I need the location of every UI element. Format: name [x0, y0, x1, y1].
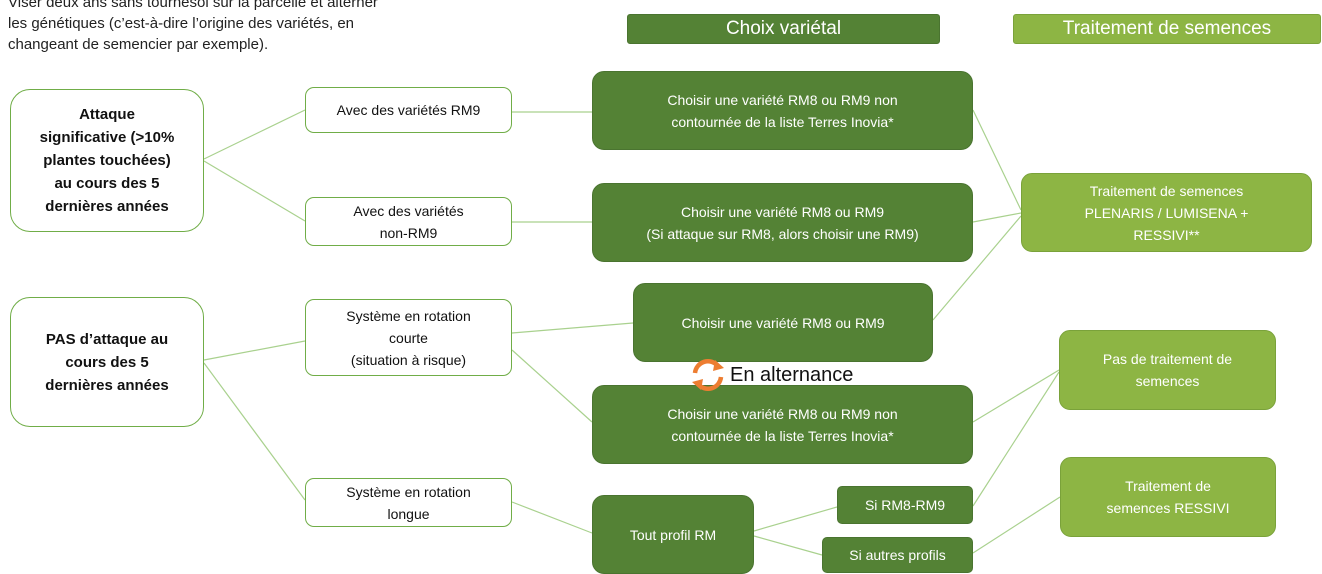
link-attack-nonrm9 [203, 160, 306, 222]
link-long-allprofiles [511, 501, 593, 534]
box-text-line: Avec des variétés RM9 [336, 102, 481, 118]
link-short-c4 [511, 349, 593, 423]
treatment-none: Pas de traitement de semences [1059, 330, 1276, 410]
alternance-marker: En alternance [690, 358, 854, 392]
choice-rm8-rm9-non-bypassed-alt: Choisir une variété RM8 ou RM9 non contou… [592, 385, 973, 464]
alternance-label: En alternance [730, 363, 854, 386]
box-text-line: PAS d’attaque au [45, 330, 169, 348]
box-text-line: semences [1135, 373, 1200, 389]
box-text-line: Choisir une variété RM8 ou RM9 [680, 203, 885, 220]
situation-no-attack: PAS d’attaque au cours des 5 dernières an… [10, 297, 204, 427]
link-c4-t2 [972, 369, 1060, 423]
box-text-line: dernières années [45, 376, 169, 394]
box-text-line: plantes touchées) [43, 152, 171, 169]
box-text-line: courte [389, 329, 428, 346]
link-rm8rm9-t2 [972, 371, 1060, 507]
choice-rm8-or-rm9-attack: Choisir une variété RM8 ou RM9 (Si attaqu… [592, 183, 973, 262]
link-other-t3 [972, 496, 1061, 554]
box-text-line: Traitement de semences [1089, 182, 1244, 199]
box-text-line: Avec des variétés [353, 202, 464, 219]
box-text-line: Si autres profils [849, 547, 946, 563]
link-noattack-short [203, 340, 306, 361]
cycle-icon [692, 358, 724, 392]
link-c2-t1 [972, 212, 1022, 223]
box-text-line: contournée de la liste Terres Inovia* [671, 427, 894, 444]
link-noattack-long [203, 362, 306, 501]
intro-line: Viser deux ans sans tournesol sur la par… [8, 0, 378, 11]
link-allprofiles-rm8rm9 [753, 506, 838, 532]
box-text-line: Choisir une variété RM8 ou RM9 [681, 314, 885, 331]
link-short-c3 [511, 322, 634, 334]
box-text-line: (situation à risque) [350, 351, 467, 368]
box-text-line: contournée de la liste Terres Inovia* [671, 113, 894, 130]
box-text-line: cours des 5 [65, 353, 149, 371]
header-varietal-choice: Choix variétal [627, 14, 940, 44]
box-text-line: au cours des 5 [54, 175, 160, 192]
condition-short-rotation: Système en rotation courte (situation à r… [305, 299, 512, 376]
box-text-line: Pas de traitement de [1102, 351, 1233, 367]
intro-line: changeant de semencier par exemple). [8, 36, 269, 53]
choice-all-profiles: Tout profil RM [592, 495, 754, 574]
choice-if-rm8-rm9: Si RM8-RM9 [837, 486, 973, 524]
box-text-line: (Si attaque sur RM8, alors choisir une R… [646, 225, 919, 242]
link-c1-t1 [972, 109, 1022, 211]
box-text-line: Système en rotation [346, 483, 471, 500]
box-text-line: RESSIVI** [1133, 226, 1200, 243]
choice-rm8-or-rm9: Choisir une variété RM8 ou RM9 [633, 283, 933, 362]
box-text-line: semences RESSIVI [1106, 500, 1230, 516]
situation-attack: Attaque significative (>10% plantes touch… [10, 89, 204, 232]
choice-rm8-rm9-non-bypassed: Choisir une variété RM8 ou RM9 non contou… [592, 71, 973, 150]
box-text-line: PLENARIS / LUMISENA + [1084, 204, 1249, 221]
treatment-ressivi: Traitement de semences RESSIVI [1060, 457, 1276, 537]
box-text-line: Tout profil RM [629, 526, 717, 543]
intro-line: les génétiques (c’est-à-dire l’origine d… [8, 15, 355, 32]
header-seed-treatment: Traitement de semences [1013, 14, 1321, 44]
condition-rm9: Avec des variétés RM9 [305, 87, 512, 133]
link-c3-t1 [932, 215, 1022, 321]
condition-long-rotation: Système en rotation longue [305, 478, 512, 527]
box-text-line: significative (>10% [39, 129, 175, 146]
box-text-line: Traitement de [1125, 478, 1211, 494]
link-attack-rm9 [203, 109, 306, 160]
box-text-line: Système en rotation [346, 307, 471, 324]
box-text-line: dernières années [45, 198, 169, 215]
intro-text: Viser deux ans sans tournesol sur la par… [8, 0, 478, 55]
box-text-line: Choisir une variété RM8 ou RM9 non [667, 405, 898, 422]
link-allprofiles-other [753, 535, 823, 556]
box-text-line: non-RM9 [379, 224, 438, 241]
box-text-line: longue [387, 505, 430, 522]
box-text-line: Attaque [79, 106, 135, 123]
box-text-line: Choisir une variété RM8 ou RM9 non [667, 91, 898, 108]
condition-non-rm9: Avec des variétés non-RM9 [305, 197, 512, 246]
box-text-line: Si RM8-RM9 [864, 497, 946, 513]
